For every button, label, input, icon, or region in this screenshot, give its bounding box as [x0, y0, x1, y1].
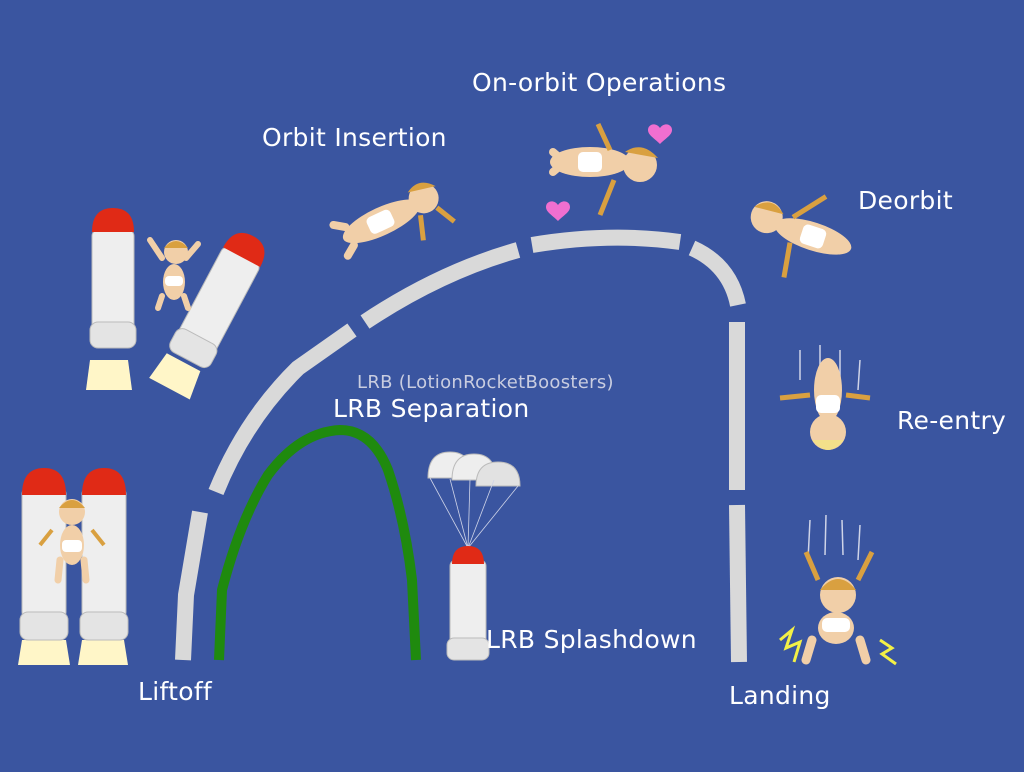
booster-separated-tilted	[149, 232, 265, 400]
character-on-orbit	[549, 122, 658, 216]
character-reentry	[779, 345, 871, 450]
label-on-orbit: On-orbit Operations	[472, 68, 727, 97]
booster-pair-liftoff	[18, 468, 129, 665]
lrb-trajectory	[214, 425, 421, 661]
label-lrb-full: LRB (LotionRocketBoosters)	[357, 372, 614, 393]
character-landing	[779, 514, 897, 666]
label-orbit-insertion: Orbit Insertion	[262, 123, 447, 152]
booster-splashdown	[427, 451, 521, 661]
character-liftoff	[38, 499, 106, 584]
track-segment-deorbit	[688, 240, 746, 307]
heart-icon	[648, 124, 672, 144]
parachute-icon	[427, 451, 521, 549]
character-orbit-insertion	[329, 182, 456, 260]
label-lrb-splashdown: LRB Splashdown	[486, 625, 697, 654]
track-segment-landing	[729, 504, 747, 663]
track-segment-liftoff	[175, 510, 208, 661]
track-segment-ascent-1	[208, 323, 357, 495]
orbit-track	[175, 229, 747, 663]
label-landing: Landing	[729, 681, 831, 710]
label-liftoff: Liftoff	[138, 677, 213, 706]
label-lrb-separation: LRB Separation	[333, 394, 530, 423]
booster-separated-vertical	[86, 208, 137, 390]
heart-icon	[546, 201, 570, 221]
track-segment-ascent-2	[360, 242, 521, 329]
label-deorbit: Deorbit	[858, 186, 953, 215]
track-segment-apogee	[530, 229, 682, 253]
label-reentry: Re-entry	[897, 406, 1007, 435]
character-deorbit	[750, 194, 852, 278]
character-separation	[147, 237, 201, 311]
